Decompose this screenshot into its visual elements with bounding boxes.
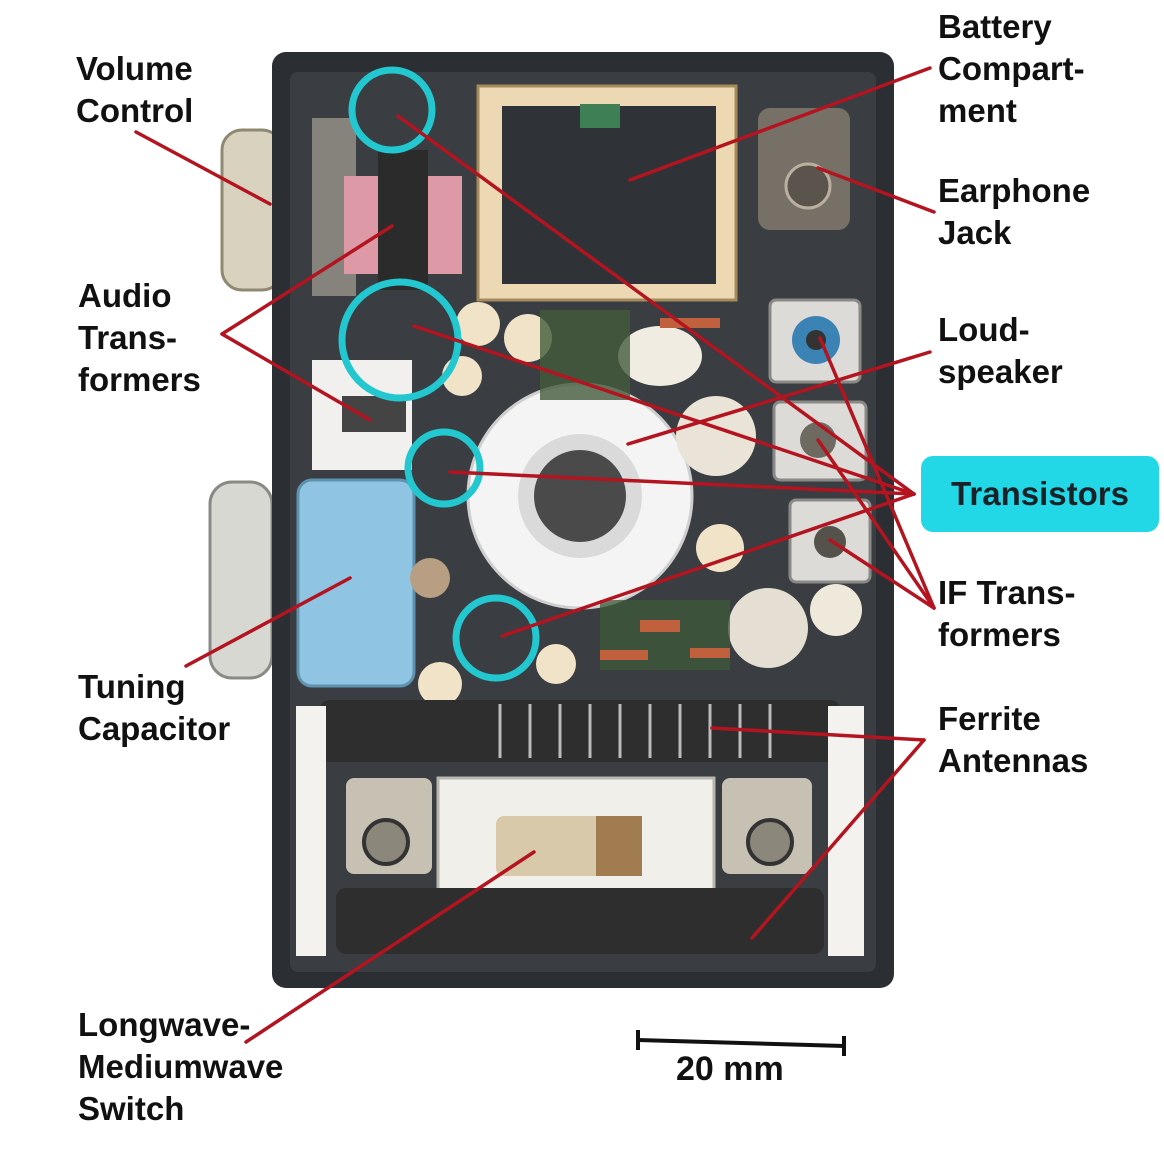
leader-if-3	[828, 538, 936, 610]
scale-bar-label: 20 mm	[676, 1050, 784, 1088]
leader-loudspeaker	[626, 350, 932, 446]
label-ferrite-antennas: Ferrite Antennas	[938, 700, 1089, 779]
leader-ferrite-1	[710, 726, 926, 742]
leader-lines	[134, 66, 936, 1044]
transistor-highlight-4	[452, 594, 540, 682]
label-earphone-jack: Earphone Jack	[938, 172, 1091, 251]
leader-earphone	[816, 166, 936, 214]
label-if-transformers: IF Trans- formers	[938, 574, 1076, 653]
label-longwave-switch: Longwave- Mediumwave Switch	[78, 1006, 284, 1127]
leader-transistor-2	[412, 324, 916, 496]
leader-if-1	[818, 336, 936, 610]
scale-bar	[636, 1030, 846, 1056]
leader-volume	[134, 130, 272, 206]
transistor-highlight-3	[404, 428, 484, 508]
label-loudspeaker: Loud- speaker	[938, 311, 1063, 390]
leader-transistor-1	[396, 114, 916, 496]
leader-switch	[244, 850, 536, 1044]
label-tuning-capacitor: Tuning Capacitor	[78, 668, 231, 747]
leader-transistor-4	[500, 492, 916, 638]
label-volume-control: Volume Control	[76, 50, 194, 129]
leader-ferrite-2	[750, 738, 926, 940]
label-transistors: Transistors	[921, 456, 1159, 532]
ferrite-antenna-bottom	[336, 888, 824, 954]
leader-tuning	[184, 576, 352, 668]
leader-audio-1	[220, 224, 394, 336]
leader-audio-2	[220, 332, 372, 422]
leader-transistor-3	[448, 470, 916, 496]
radio-photo	[208, 52, 894, 988]
leader-battery	[628, 66, 932, 182]
transistor-highlight-1	[348, 66, 436, 154]
label-audio-transformers: Audio Trans- formers	[78, 277, 201, 398]
tuning-capacitor-body	[296, 478, 416, 688]
leader-if-2	[816, 438, 936, 610]
label-battery-compartment: Battery Compart- ment	[938, 8, 1085, 129]
